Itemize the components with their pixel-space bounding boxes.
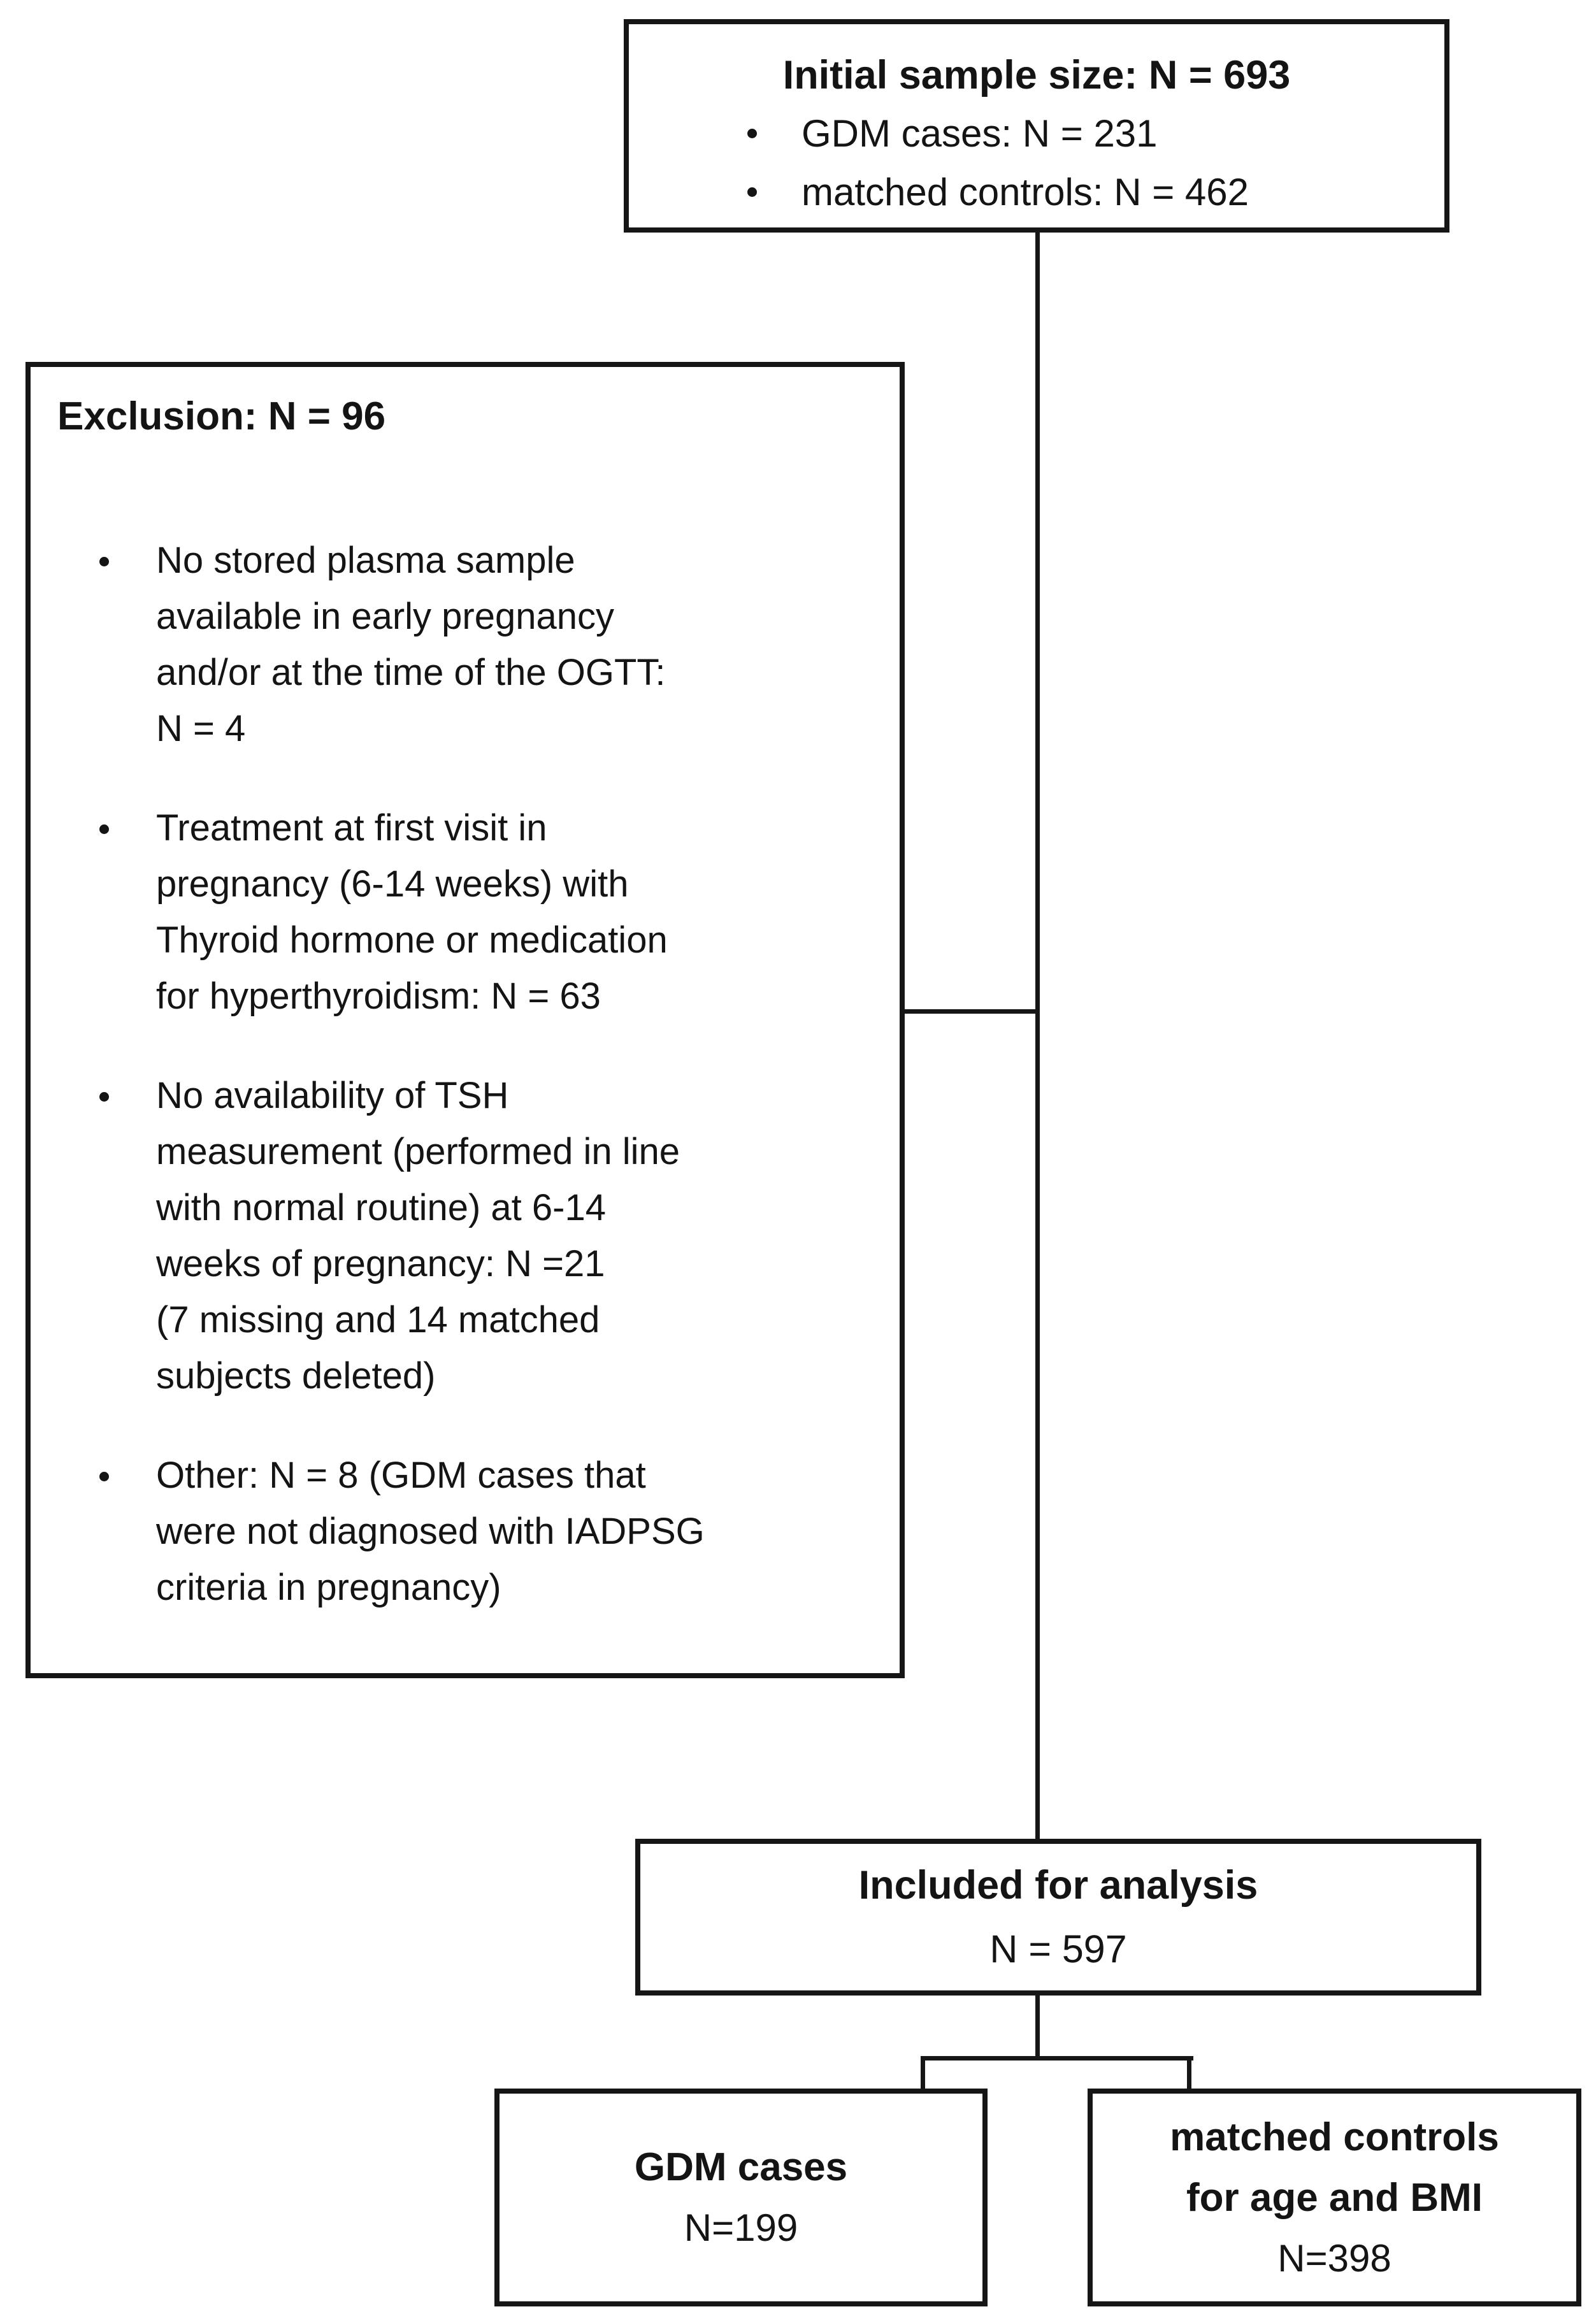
list-item: GDM cases: N = 231: [747, 104, 1444, 163]
list-item: matched controls: N = 462: [747, 163, 1444, 222]
text-line: for hyperthyroidism: N = 63: [156, 975, 601, 1017]
text-line: measurement (performed in line: [156, 1131, 680, 1172]
exclusion-reason-other: Other: N = 8 (GDM cases that were not di…: [156, 1448, 705, 1616]
exclusion-title: Exclusion: N = 96: [57, 394, 386, 438]
connector-split-to-controls: [1187, 2056, 1191, 2093]
matched-controls-count: matched controls: N = 462: [802, 171, 1249, 213]
text-line: available in early pregnancy: [156, 596, 614, 637]
connector-exclusion-branch: [905, 1009, 1040, 1014]
initial-sample-title: Initial sample size: N = 693: [782, 53, 1291, 97]
bullet-icon: [99, 824, 109, 834]
text-line: weeks of pregnancy: N =21: [156, 1243, 605, 1284]
text-line: No stored plasma sample: [156, 540, 575, 581]
bullet-icon: [747, 129, 757, 138]
connector-topbox-to-includedbox: [1035, 229, 1040, 1841]
matched-controls-title-line1: matched controls: [1170, 2115, 1499, 2159]
text-line: Other: N = 8 (GDM cases that: [156, 1455, 646, 1496]
initial-sample-box: Initial sample size: N = 693 GDM cases: …: [624, 19, 1449, 233]
gdm-cases-title: GDM cases: [634, 2145, 848, 2189]
gdm-cases-box: GDM cases N=199: [494, 2089, 988, 2306]
exclusion-reason-no-tsh: No availability of TSH measurement (perf…: [156, 1068, 680, 1404]
text-line: with normal routine) at 6-14: [156, 1187, 606, 1228]
list-item: Other: N = 8 (GDM cases that were not di…: [99, 1448, 900, 1616]
matched-controls-n-value: N=398: [1277, 2236, 1391, 2280]
matched-controls-title-line2: for age and BMI: [1186, 2175, 1483, 2220]
text-line: criteria in pregnancy): [156, 1567, 501, 1608]
included-n-value: N = 597: [989, 1927, 1127, 1971]
text-line: (7 missing and 14 matched: [156, 1299, 600, 1341]
connector-includedbox-down: [1035, 1993, 1040, 2060]
bullet-icon: [747, 187, 757, 197]
exclusion-reason-treatment: Treatment at first visit in pregnancy (6…: [156, 800, 668, 1025]
list-item: No availability of TSH measurement (perf…: [99, 1068, 900, 1404]
text-line: N = 4: [156, 708, 246, 749]
bullet-icon: [99, 1092, 109, 1102]
text-line: Thyroid hormone or medication: [156, 919, 668, 961]
text-line: were not diagnosed with IADPSG: [156, 1511, 705, 1552]
matched-controls-box: matched controls for age and BMI N=398: [1088, 2089, 1581, 2306]
list-item: Treatment at first visit in pregnancy (6…: [99, 800, 900, 1025]
connector-split-to-gdm: [921, 2056, 925, 2093]
list-item: No stored plasma sample available in ear…: [99, 533, 900, 757]
text-line: No availability of TSH: [156, 1075, 509, 1116]
connector-split-bar: [923, 2056, 1193, 2060]
included-for-analysis-box: Included for analysis N = 597: [635, 1839, 1481, 1996]
exclusion-box: Exclusion: N = 96 No stored plasma sampl…: [25, 362, 905, 1678]
gdm-cases-n-value: N=199: [684, 2206, 798, 2249]
text-line: subjects deleted): [156, 1355, 436, 1397]
text-line: Treatment at first visit in: [156, 807, 547, 849]
bullet-icon: [99, 1472, 109, 1481]
bullet-icon: [99, 557, 109, 566]
included-title: Included for analysis: [858, 1863, 1258, 1908]
exclusion-reason-no-plasma: No stored plasma sample available in ear…: [156, 533, 665, 757]
text-line: and/or at the time of the OGTT:: [156, 652, 666, 693]
text-line: pregnancy (6-14 weeks) with: [156, 863, 629, 905]
gdm-cases-count: GDM cases: N = 231: [802, 112, 1158, 155]
